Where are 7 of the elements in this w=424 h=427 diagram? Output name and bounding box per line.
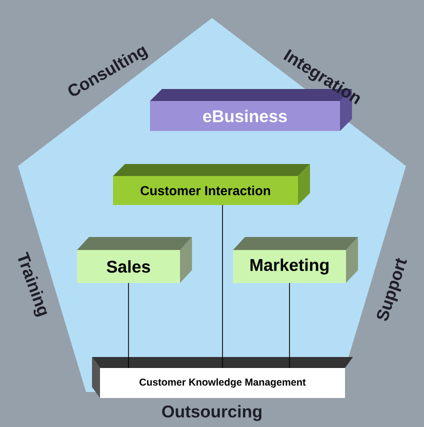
connector-line — [128, 282, 129, 368]
connector-line — [222, 204, 223, 368]
block-box: Marketing — [233, 237, 358, 283]
block-box: Customer Interaction — [113, 164, 310, 205]
block-box: Sales — [77, 237, 192, 283]
block-box: Customer Knowledge Management — [92, 357, 353, 398]
connector-line — [289, 282, 290, 368]
